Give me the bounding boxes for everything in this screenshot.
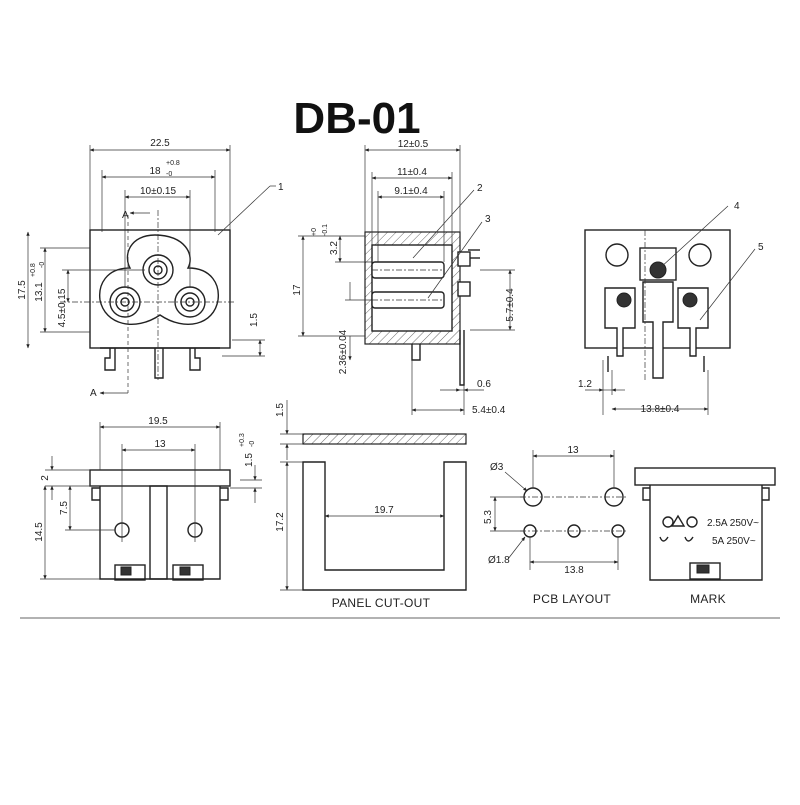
bottom-height: 14.5 [34,522,45,542]
bottom-clip: 7.5 [59,501,70,515]
panel-width: 19.7 [374,505,394,516]
bottom-top-offset: 2 [40,475,51,481]
mark-view: 2.5A 250V~ 5A 250V~ MARK [634,467,776,606]
front-height-body-tol-low: -0 [39,262,46,268]
pcb-hole-small: Ø1.8 [488,555,510,566]
mark-rating-1: 2.5A 250V~ [707,518,759,529]
side-pin-offset: 5.7±0.4 [505,288,516,322]
side-depth-pins: 9.1±0.4 [394,186,428,197]
side-depth-top: 12±0.5 [398,139,429,150]
rear-terminal-spacing: 13.8±0.4 [641,404,680,415]
panel-thickness: 1.5 [275,403,286,417]
pcb-layout: 13 13.8 5.3 Ø3 Ø1.8 PCB LAYOUT [483,445,628,606]
front-height-body-tol-up: +0.8 [30,263,37,277]
side-offset-tol-low: -0.1 [322,224,329,236]
side-terminal-length: 5.4±0.4 [472,405,506,416]
front-inner-width-tol-low: -0 [166,171,172,178]
front-height-body: 13.1 [34,282,45,302]
pcb-vertical: 5.3 [483,510,494,524]
side-depth-mid: 11±0.4 [397,167,427,178]
callout-3: 3 [485,214,491,225]
side-view: 12±0.5 11±0.4 9.1±0.4 17 3.2 +0 -0.1 2.3… [292,139,516,416]
front-pin-height: 4.5±0.15 [57,288,68,327]
panel-height: 17.2 [275,512,286,532]
front-width-total: 22.5 [150,138,170,149]
side-offset: 3.2 [329,241,340,255]
rear-view: 1.2 13.8±0.4 4 5 [578,201,764,415]
section-mark-top: A [122,210,129,221]
pcb-layout-caption: PCB LAYOUT [533,592,611,606]
front-view: 22.5 18 +0.8 -0 10±0.15 A A 17.5 13.1 +0… [17,138,284,399]
side-terminal-thickness: 0.6 [477,379,491,390]
front-flange: 1.5 [249,313,260,327]
pcb-top-spacing: 13 [567,445,579,456]
cqc-logo-icon [662,514,698,528]
panel-cutout: 1.5 17.2 19.7 PANEL CUT-OUT [275,400,467,610]
front-height-partial: 17.5 [17,280,28,300]
callout-4: 4 [734,201,740,212]
side-offset-tol-up: +0 [311,228,318,236]
bottom-width: 19.5 [148,416,168,427]
drawing-title: DB-01 [293,94,420,143]
side-bottom-offset: 2.36±0.04 [338,329,349,374]
bottom-flange-tol-up: +0.3 [239,433,246,447]
front-inner-width: 18 [149,166,161,177]
pcb-hole-large: Ø3 [490,462,504,473]
bottom-view: 19.5 13 2 7.5 14.5 1.5 +0.3 -0 [34,416,262,581]
pcb-bottom-spacing: 13.8 [564,565,584,576]
front-pin-spacing: 10±0.15 [140,186,177,197]
bottom-flange: 1.5 [244,453,255,467]
callout-5: 5 [758,242,764,253]
mark-rating-2: 5A 250V~ [712,536,756,547]
ul-logo-icon [659,536,694,542]
front-inner-width-tol-up: +0.8 [166,160,180,167]
rear-terminal-width: 1.2 [578,379,592,390]
section-mark-bottom: A [90,388,97,399]
bottom-flange-tol-low: -0 [249,441,256,447]
callout-2: 2 [477,183,483,194]
mark-caption: MARK [690,592,726,606]
callout-1: 1 [278,182,284,193]
panel-cutout-caption: PANEL CUT-OUT [332,596,431,610]
side-height: 17 [292,284,303,296]
bottom-inner: 13 [154,439,166,450]
